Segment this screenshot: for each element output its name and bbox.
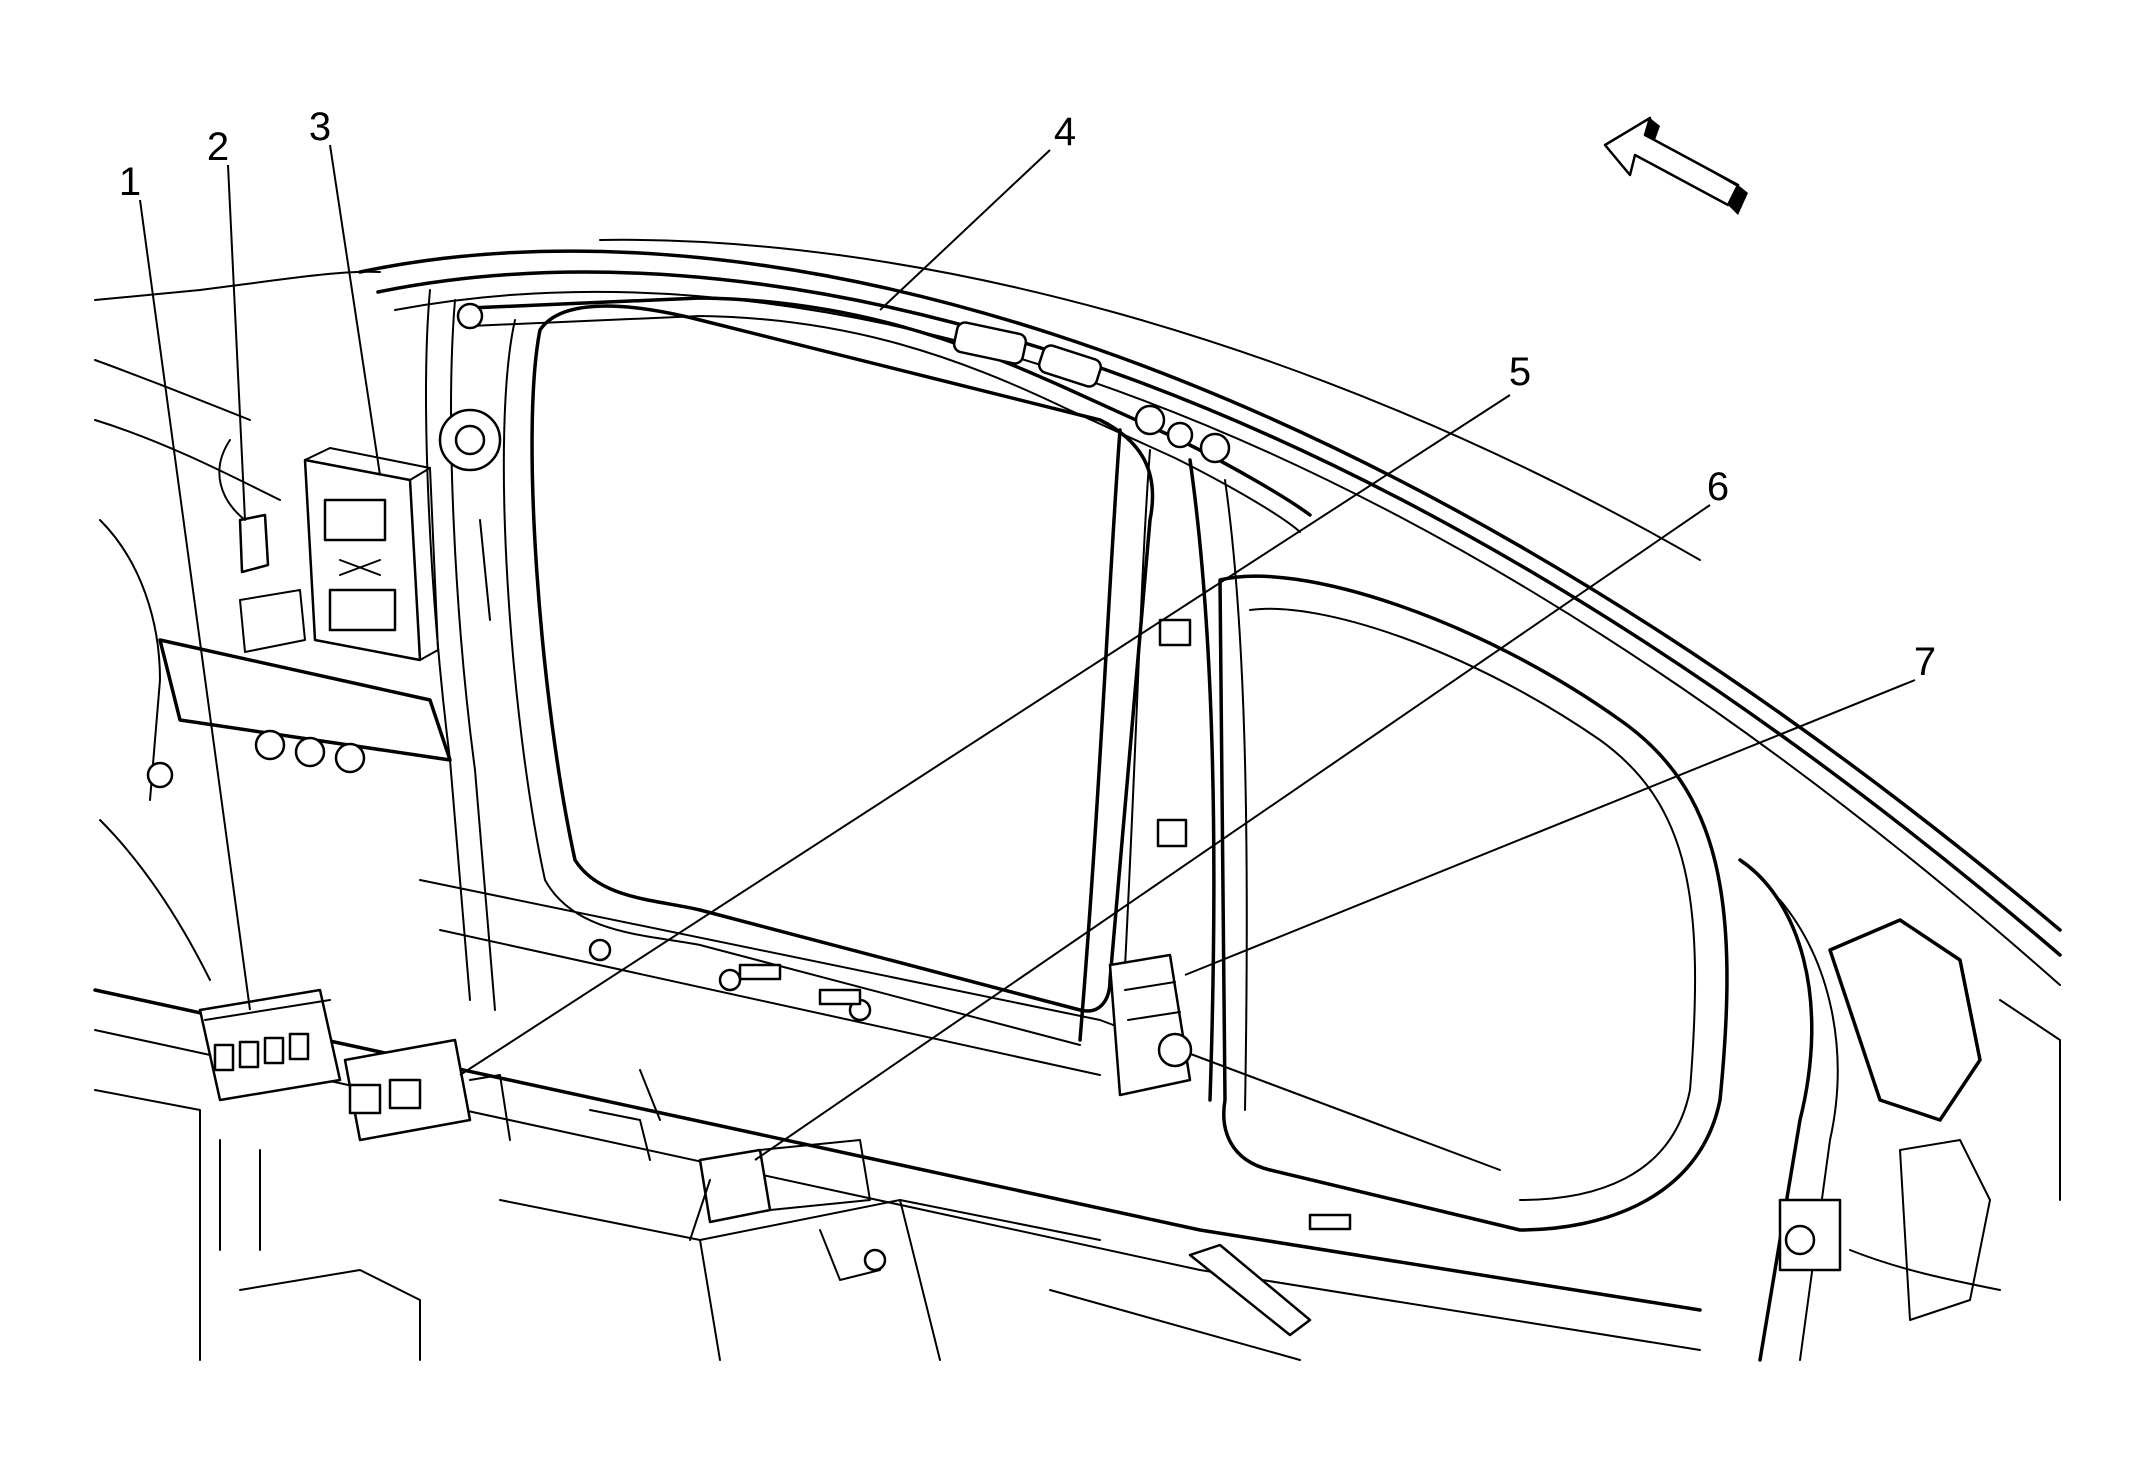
b-pillar	[1078, 428, 1248, 1111]
leader-lines	[139, 144, 1916, 1161]
floor-module	[343, 1038, 511, 1142]
callout-3: 3	[309, 105, 331, 149]
leader-6	[754, 504, 1711, 1161]
leader-5	[459, 394, 1511, 1076]
front-cowl-structure	[94, 270, 502, 981]
rocker-sill	[93, 879, 1702, 1351]
rear-door-opening	[1218, 574, 1729, 1232]
sill-sensor	[689, 1139, 871, 1241]
callout-5: 5	[1509, 350, 1531, 394]
floor-pan	[94, 1069, 1312, 1361]
callout-6: 6	[1707, 465, 1729, 509]
curtain-airbag-tube	[456, 296, 1312, 533]
leader-1	[139, 199, 251, 1011]
leader-2	[227, 164, 246, 521]
callout-1: 1	[119, 160, 141, 204]
callout-labels: 1 2 3 4 5 6 7	[119, 105, 1936, 684]
module-bracket	[218, 439, 306, 653]
connector-block	[198, 988, 342, 1102]
callout-4: 4	[1054, 110, 1076, 154]
rear-quarter-structure	[1738, 858, 2061, 1362]
callout-7: 7	[1914, 640, 1936, 684]
control-module	[303, 447, 439, 662]
leader-4	[879, 149, 1051, 311]
roof-rail	[358, 238, 2062, 986]
pillar-sensor	[1108, 953, 1193, 1097]
front-door-opening	[425, 289, 1155, 1046]
callout-2: 2	[207, 125, 229, 169]
leader-7	[1184, 679, 1916, 976]
leader-3	[329, 144, 381, 476]
forward-direction-arrow-icon	[1603, 116, 1748, 215]
